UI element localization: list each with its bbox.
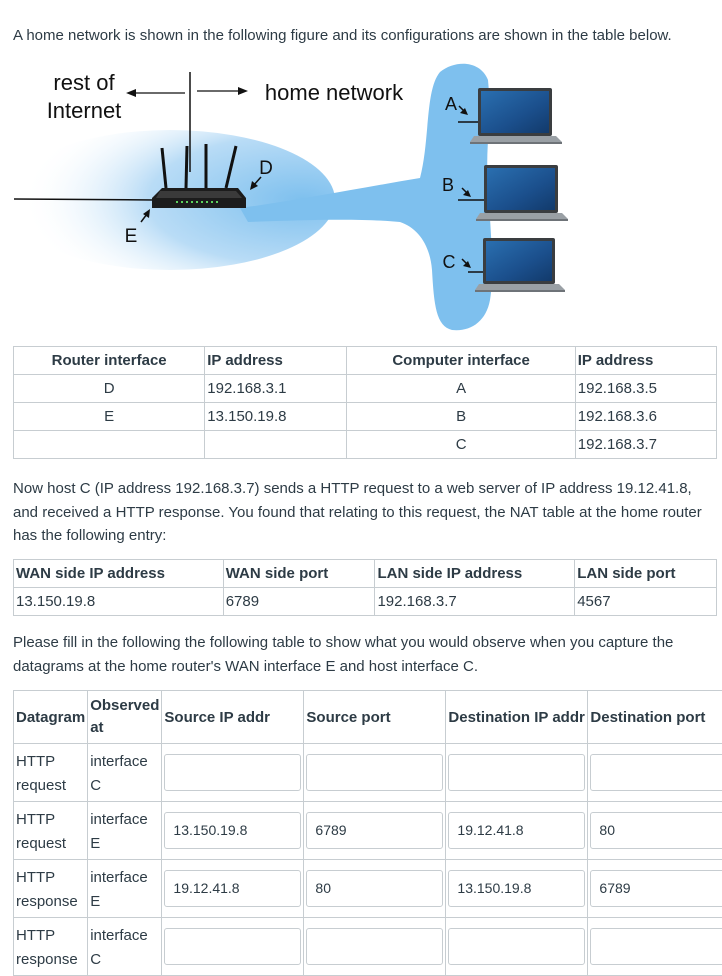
nat-description-text: Now host C (IP address 192.168.3.7) send… xyxy=(13,477,716,548)
source-port-field[interactable]: 6789 xyxy=(306,812,443,849)
source-ip-field[interactable] xyxy=(164,928,301,965)
cell: 4567 xyxy=(575,588,717,616)
cell: 192.168.3.6 xyxy=(575,403,716,431)
destination-ip-field[interactable]: 13.150.19.8 xyxy=(448,870,585,907)
col-computer-ip: IP address xyxy=(575,347,716,375)
cell: 192.168.3.1 xyxy=(205,375,347,403)
instruction-text: Please fill in the following the followi… xyxy=(13,631,716,678)
cell: 192.168.3.7 xyxy=(575,431,716,459)
table-row: E 13.150.19.8 B 192.168.3.6 xyxy=(14,403,717,431)
cell xyxy=(205,431,347,459)
cell: 6789 xyxy=(223,588,375,616)
wan-cable xyxy=(14,199,155,200)
table-row: HTTP request interface C xyxy=(14,744,722,802)
observed-at-cell: interface E xyxy=(88,860,162,918)
col-router-interface: Router interface xyxy=(14,347,205,375)
destination-port-field[interactable] xyxy=(590,928,722,965)
cell: 192.168.3.7 xyxy=(375,588,575,616)
col-wan-port: WAN side port xyxy=(223,560,375,588)
col-datagram: Datagram xyxy=(14,691,88,744)
datagram-table: Datagram Observed at Source IP addr Sour… xyxy=(13,690,722,976)
source-ip-field[interactable]: 13.150.19.8 xyxy=(164,812,301,849)
cell: E xyxy=(14,403,205,431)
table-row: C 192.168.3.7 xyxy=(14,431,717,459)
label-b: B xyxy=(442,175,454,195)
arrow-left-icon xyxy=(126,89,136,97)
source-ip-field[interactable]: 19.12.41.8 xyxy=(164,870,301,907)
cell: 13.150.19.8 xyxy=(14,588,224,616)
nat-table: WAN side IP address WAN side port LAN si… xyxy=(13,559,717,616)
laptop-a-icon xyxy=(470,88,562,144)
table-row: HTTP response interface C xyxy=(14,918,722,976)
cell: B xyxy=(347,403,575,431)
observed-at-cell: interface C xyxy=(88,918,162,976)
table-row: D 192.168.3.1 A 192.168.3.5 xyxy=(14,375,717,403)
arrow-right-icon xyxy=(238,87,248,95)
cell: D xyxy=(14,375,205,403)
datagram-header-row: Datagram Observed at Source IP addr Sour… xyxy=(14,691,722,744)
source-ip-field[interactable] xyxy=(164,754,301,791)
col-destination-ip: Destination IP addr xyxy=(446,691,588,744)
label-c: C xyxy=(443,252,456,272)
table-row: HTTP response interface E 19.12.41.8 80 … xyxy=(14,860,722,918)
laptop-c-icon xyxy=(475,238,565,292)
destination-port-field[interactable]: 80 xyxy=(590,812,722,849)
destination-ip-field[interactable] xyxy=(448,754,585,791)
cell xyxy=(14,431,205,459)
col-lan-port: LAN side port xyxy=(575,560,717,588)
col-source-ip: Source IP addr xyxy=(162,691,304,744)
col-observed-at: Observed at xyxy=(88,691,162,744)
internet-label: Internet xyxy=(47,98,122,123)
datagram-cell: HTTP request xyxy=(14,802,88,860)
col-source-port: Source port xyxy=(304,691,446,744)
config-header-row: Router interface IP address Computer int… xyxy=(14,347,717,375)
col-router-ip: IP address xyxy=(205,347,347,375)
destination-port-field[interactable]: 6789 xyxy=(590,870,722,907)
destination-port-field[interactable] xyxy=(590,754,722,791)
label-e: E xyxy=(125,226,138,247)
home-network-figure: rest of Internet home network D E A xyxy=(0,60,722,340)
datagram-cell: HTTP response xyxy=(14,918,88,976)
rest-of-label: rest of xyxy=(53,70,115,95)
datagram-cell: HTTP request xyxy=(14,744,88,802)
destination-ip-field[interactable] xyxy=(448,928,585,965)
col-destination-port: Destination port xyxy=(588,691,722,744)
datagram-cell: HTTP response xyxy=(14,860,88,918)
source-port-field[interactable] xyxy=(306,928,443,965)
observed-at-cell: interface C xyxy=(88,744,162,802)
destination-ip-field[interactable]: 19.12.41.8 xyxy=(448,812,585,849)
cell: C xyxy=(347,431,575,459)
intro-text: A home network is shown in the following… xyxy=(13,24,716,48)
config-table: Router interface IP address Computer int… xyxy=(13,346,717,459)
laptop-b-icon xyxy=(476,165,568,221)
cell: 192.168.3.5 xyxy=(575,375,716,403)
cell: 13.150.19.8 xyxy=(205,403,347,431)
label-a: A xyxy=(445,94,457,114)
observed-at-cell: interface E xyxy=(88,802,162,860)
cell: A xyxy=(347,375,575,403)
label-d: D xyxy=(259,158,273,179)
table-row: 13.150.19.8 6789 192.168.3.7 4567 xyxy=(14,588,717,616)
nat-header-row: WAN side IP address WAN side port LAN si… xyxy=(14,560,717,588)
col-computer-interface: Computer interface xyxy=(347,347,575,375)
col-wan-ip: WAN side IP address xyxy=(14,560,224,588)
source-port-field[interactable]: 80 xyxy=(306,870,443,907)
col-lan-ip: LAN side IP address xyxy=(375,560,575,588)
table-row: HTTP request interface E 13.150.19.8 678… xyxy=(14,802,722,860)
source-port-field[interactable] xyxy=(306,754,443,791)
home-network-label: home network xyxy=(265,80,404,105)
